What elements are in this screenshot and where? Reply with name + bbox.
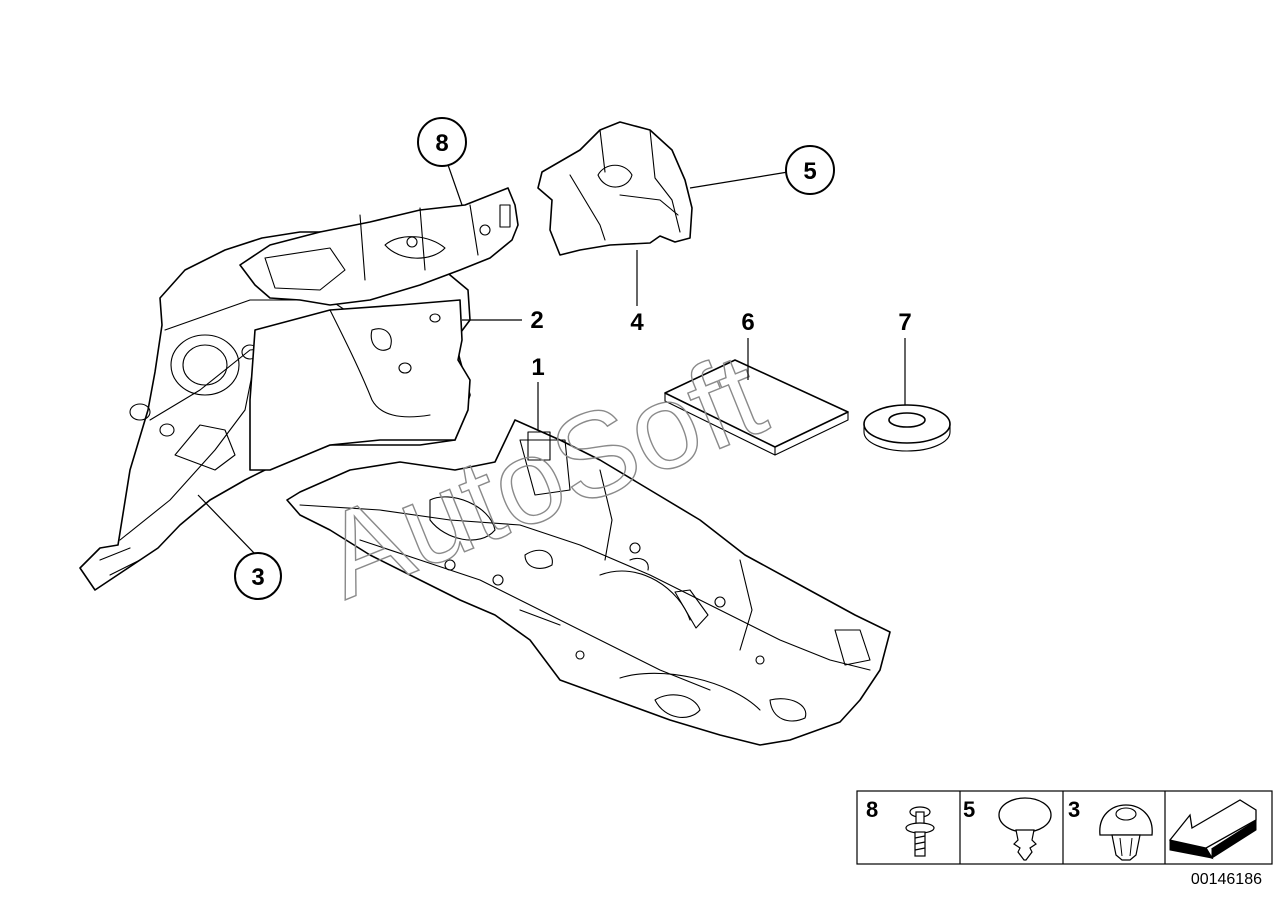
bolt-icon [905,806,935,857]
callout-4-label[interactable]: 4 [630,309,644,336]
fastener-cell-3[interactable]: 3 [1068,797,1153,861]
callout-3-label: 3 [251,564,264,591]
expanding-rivet-icon [1099,804,1153,861]
callout-6-label[interactable]: 6 [741,309,754,336]
fastener-number-8: 8 [866,797,878,822]
fastener-cell-5[interactable]: 5 [963,797,1052,861]
fastener-number-5: 5 [963,797,975,822]
fastener-legend-table: 8 5 3 [856,790,1273,865]
part-4-insulation [537,121,693,256]
fastener-cell-8[interactable]: 8 [866,797,935,857]
callout-5-label: 5 [803,158,816,185]
callout-8-label: 8 [435,130,448,157]
callout-1-label[interactable]: 1 [531,354,544,381]
part-6-pad [664,359,849,456]
part-7-washer [863,404,951,452]
callout-7-label[interactable]: 7 [898,309,911,336]
callout-3[interactable]: 3 [234,552,282,600]
callout-5[interactable]: 5 [785,145,835,195]
callout-2-label[interactable]: 2 [530,307,543,334]
part-1-floor-carpet [286,419,891,746]
callout-8[interactable]: 8 [417,117,467,167]
part-2-middle-panel [249,299,471,471]
push-clip-icon [998,797,1052,861]
document-number: 00146186 [1191,871,1262,888]
fastener-number-3: 3 [1068,797,1080,822]
leader-lines [197,161,906,556]
part-8-upper-panel [239,187,519,306]
front-direction-arrow-icon [1168,799,1257,860]
